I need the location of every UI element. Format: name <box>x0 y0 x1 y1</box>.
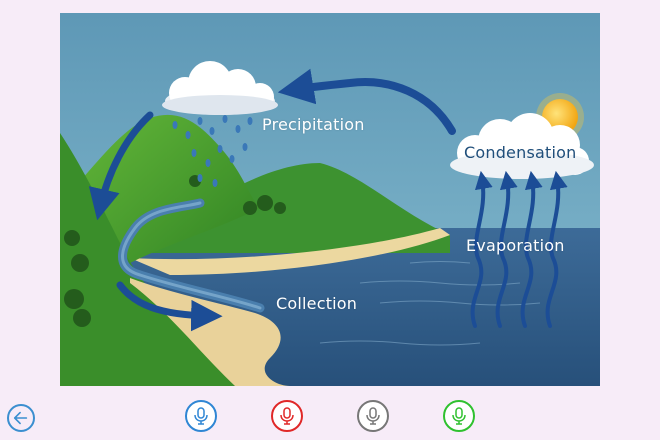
record-button-gray[interactable] <box>357 400 389 432</box>
beach-bottom <box>130 278 290 386</box>
arrow-condensation-to-precipitation <box>277 68 456 135</box>
record-button-blue[interactable] <box>185 400 217 432</box>
microphone-icon <box>280 407 294 425</box>
record-button-green[interactable] <box>443 400 475 432</box>
rain-cloud-icon <box>162 61 278 115</box>
back-button[interactable] <box>7 404 35 432</box>
label-precipitation: Precipitation <box>262 115 365 134</box>
beach-right <box>130 228 450 275</box>
back-arrow-icon <box>13 411 28 425</box>
arrow-precipitation-down <box>88 111 154 221</box>
label-condensation: Condensation <box>464 143 577 162</box>
raindrops <box>172 115 253 187</box>
record-button-red[interactable] <box>271 400 303 432</box>
trees <box>64 175 286 327</box>
water-cycle-illustration <box>60 13 600 386</box>
back-hill <box>130 163 450 253</box>
microphone-icon <box>194 407 208 425</box>
microphone-icon <box>452 407 466 425</box>
cycle-arrows <box>88 68 568 332</box>
arrow-collection <box>116 281 223 332</box>
microphone-icon <box>366 407 380 425</box>
label-evaporation: Evaporation <box>466 236 565 255</box>
label-collection: Collection <box>276 294 358 313</box>
evaporation-arrows <box>470 170 568 328</box>
lower-hill <box>60 133 235 386</box>
